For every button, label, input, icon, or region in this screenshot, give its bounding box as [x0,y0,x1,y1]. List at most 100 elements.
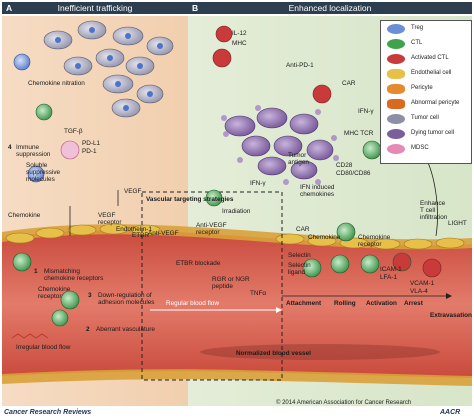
label-lfa: LFA-1 [380,274,398,281]
label-tumor-antigen-2: antigen [288,159,309,166]
ctl-cell [362,140,382,160]
abnormal-pericyte-icon [387,99,405,109]
label-immune-2: suppression [16,151,51,158]
legend-item: MDSC [381,143,471,155]
label-m2-num: 2 [86,326,90,333]
panel-a-header: A Inefficient trafficking [2,2,188,14]
panel-b-header: B Enhanced localization [188,2,472,14]
panel-b-letter: B [192,3,199,13]
label-chemokine-receptor: Chemokine [38,286,71,293]
label-irradiation: Irradiation [222,208,251,215]
label-light: LIGHT [448,220,467,227]
label-ifn-induced-2: chemokines [300,191,335,198]
label-m3-num: 3 [88,292,92,299]
ctl-cell [35,103,53,121]
label-icam: ICAM-1 [380,266,402,273]
label-vts-title: Vascular targeting strategies [146,196,234,203]
legend-item: Dying tumor cell [381,128,471,140]
label-m1-text2: chemokine receptors [44,275,104,282]
label-anti-vegf: Anti-VEGF [148,230,179,237]
mdsc-icon [387,144,405,154]
treg-cell [27,165,45,183]
label-selectin-ligand-2: ligand [288,269,306,276]
legend-label: Pericyte [411,85,433,91]
label-normalized-vessel: Normalized blood vessel [236,350,311,357]
label-enhance-3: infiltration [420,214,448,221]
label-chemokine-receptor-b2: receptor [358,241,382,248]
treg-cell [13,53,31,71]
legend-label: Abnormal pericyte [411,100,460,106]
label-m3-text: Down-regulation of [98,292,152,299]
label-anti-vegf-receptor-1: Anti-VEGF [196,222,227,229]
label-endothelin: Endothelin-1 [116,226,152,233]
label-step-activation: Activation [366,300,397,307]
footer-left: Cancer Research Reviews [4,409,92,416]
label-tnf: TNFα [250,290,267,297]
label-chemokine-receptor-b1: Chemokine [358,234,391,241]
label-chemokine-b: Chemokine [308,234,341,241]
label-soluble-2: suppressive [26,169,61,176]
activated-ctl-cell [212,48,232,68]
label-cd80: CD80/CD86 [336,170,371,177]
legend-item: Endothelial cell [381,68,471,80]
label-cd28: CD28 [336,162,353,169]
label-enhance-1: Enhance [420,200,446,207]
legend: Treg CTL Activated CTL Endothelial cell … [380,20,472,164]
label-tumor-antigen-1: Tumor [288,152,307,159]
activated-ctl-cell [312,84,332,104]
ctl-cell-icon [387,39,405,49]
label-m1-text: Mismatching [44,268,80,275]
label-pd-l1: PD-L1 [82,140,101,147]
aacr-logo: AACR [440,409,461,416]
legend-label: Endothelial cell [411,70,452,76]
treg-cell-icon [387,24,405,34]
label-etb-r: ETBR [132,232,150,239]
activated-ctl-cell [215,25,233,43]
label-immune-num: 4 [8,144,12,151]
label-car-top: CAR [342,80,356,87]
label-il12: IL-12 [232,30,247,37]
activated-ctl-cell [422,258,442,278]
footer-right: © 2014 American Association for Cancer R… [276,400,412,406]
ctl-cell [51,309,69,327]
legend-item: Treg [381,23,471,35]
label-vegf-receptor-2: receptor [98,219,122,226]
footer: Cancer Research Reviews © 2014 American … [0,400,474,420]
legend-item: Tumor cell [381,113,471,125]
label-anti-vegf-receptor-2: receptor [196,229,220,236]
legend-label: Activated CTL [411,55,449,61]
label-ifn-induced-1: IFN induced [300,184,335,191]
legend-item: Pericyte [381,83,471,95]
legend-item: Activated CTL [381,53,471,65]
dying-tumor-cell-icon [387,129,405,139]
label-soluble-1: Soluble [26,162,48,169]
legend-label: MDSC [411,145,429,151]
label-step-arrest: Arrest [404,300,423,307]
label-chemokine-receptor-2: receptor [38,293,62,300]
label-m1-num: 1 [34,268,38,275]
legend-label: Dying tumor cell [411,130,455,136]
label-rgr-1: RGR or NGR [212,276,250,283]
label-ifn-gamma-1: IFN-γ [358,108,374,115]
label-ifn-gamma-2: IFN-γ [250,180,266,187]
label-pd-1: PD-1 [82,148,97,155]
blood-vessel [2,230,472,378]
label-step-attachment: Attachment [286,300,322,307]
legend-label: Tumor cell [411,115,439,121]
legend-item: Abnormal pericyte [381,98,471,110]
endothelial-layer-bottom [2,369,472,386]
label-chemokine-a: Chemokine [8,212,41,219]
mdsc-cell [60,140,80,160]
irregular-flow-arrow [11,333,49,339]
label-selectin-ligand-1: Selectin [288,262,311,269]
pericyte-icon [387,84,405,94]
label-chemokine-nitration: Chemokine nitration [28,80,85,87]
panel-a-title: Inefficient trafficking [57,3,133,13]
label-etbr-blockade: ETBR blockade [176,260,221,267]
endothelial-cell-icon [387,69,405,79]
label-car-mid: CAR [296,226,310,233]
label-soluble-3: molecules [26,176,55,183]
label-vegf-receptor-1: VEGF [98,212,116,219]
label-vegf: VEGF [124,188,142,195]
legend-label: Treg [411,25,424,31]
